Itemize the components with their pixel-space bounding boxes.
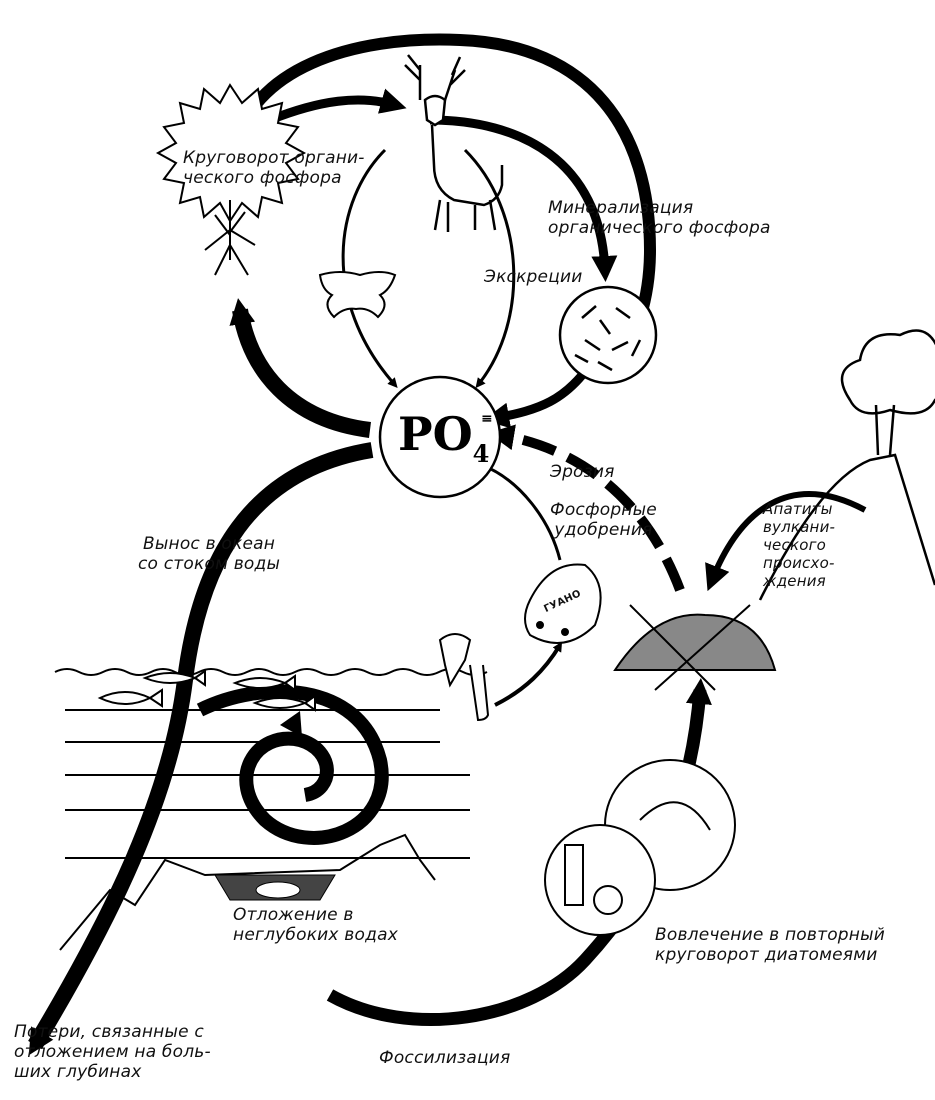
deer-icon [405,55,502,232]
fossil-icon [256,882,300,898]
label-shallow-deposit: Отложение в неглубоких водах [233,905,398,945]
bacteria-icon [560,287,656,383]
bacteria-to-po4-arrow [495,365,590,418]
label-fossilization: Фоссилизация [379,1048,510,1068]
label-excretion: Экскреции [484,267,582,287]
po4-subscript: 4 [473,439,490,468]
label-diatoms: Вовлечение в повторный круговорот диатом… [655,925,885,965]
plant-to-deer-arrow [270,100,395,120]
label-runoff: Вынос в океан со стоком воды [138,534,280,574]
deer-to-bacteria-arrow [430,120,605,270]
uptake-arrow [240,310,370,430]
label-deep-losses: Потери, связанные с отложением на боль- … [14,1022,211,1082]
pelican-icon [440,634,488,720]
ocean-surface [55,669,487,675]
po4-formula: PO4 ≡ [398,407,489,468]
label-apatites: Апатиты вулкани- ческого происхо- ждения [763,500,835,590]
label-fertilizers: Фосфорные удобрения [550,500,657,540]
po4-text: PO [398,407,473,461]
bone-icon [320,272,395,317]
pelican-to-guano-arrow [495,645,560,705]
diatom-icon [545,760,735,935]
fertilizer-arrow [482,465,560,560]
label-mineralization: Минерализация органического фосфора [548,198,771,238]
rock-pile-icon [615,605,775,690]
label-organic-cycle: Круговорот органи- ческого фосфора [183,148,365,188]
po4-superscript: ≡ [481,411,493,427]
ocean-spiral [200,692,382,838]
label-erosion: Эрозия [550,462,615,482]
